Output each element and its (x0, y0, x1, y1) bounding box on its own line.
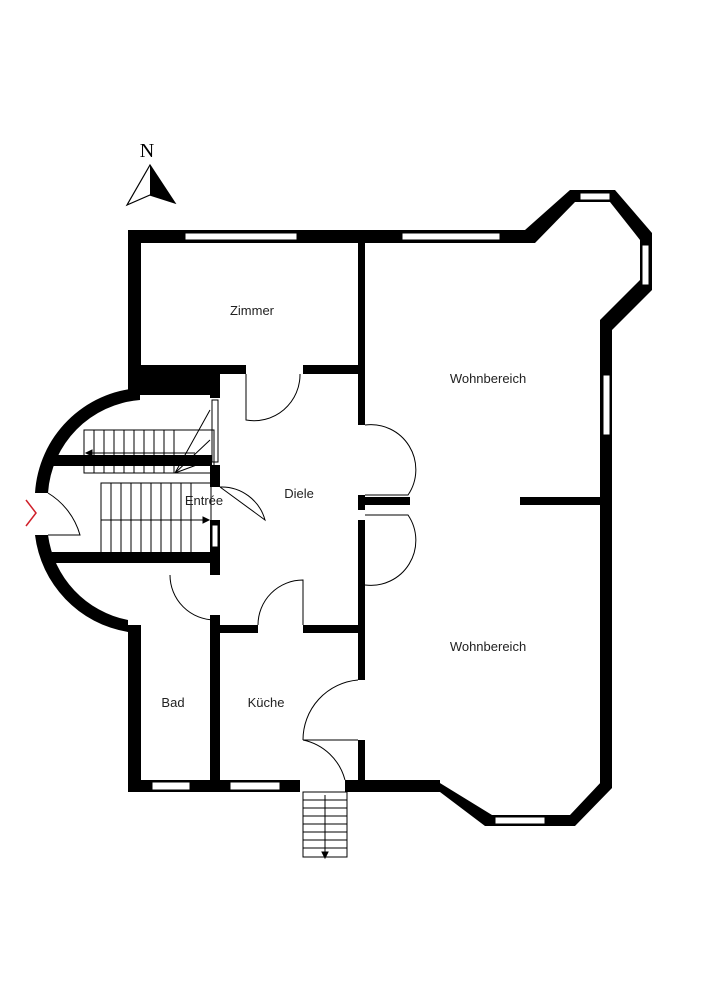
room-label-entree: Entrée (185, 493, 223, 508)
room-label-wohnbereich-1: Wohnbereich (450, 371, 526, 386)
windows (151, 192, 650, 825)
room-label-zimmer: Zimmer (230, 303, 275, 318)
north-arrow-icon (125, 163, 177, 207)
staircase (83, 409, 348, 860)
room-label-bad: Bad (161, 695, 184, 710)
room-label-wohnbereich-2: Wohnbereich (450, 639, 526, 654)
room-label-kueche: Küche (248, 695, 285, 710)
walls (35, 190, 652, 826)
entrance-marker-icon (25, 499, 37, 527)
doors (47, 373, 417, 781)
room-label-diele: Diele (284, 486, 314, 501)
compass-label: N (140, 140, 154, 162)
